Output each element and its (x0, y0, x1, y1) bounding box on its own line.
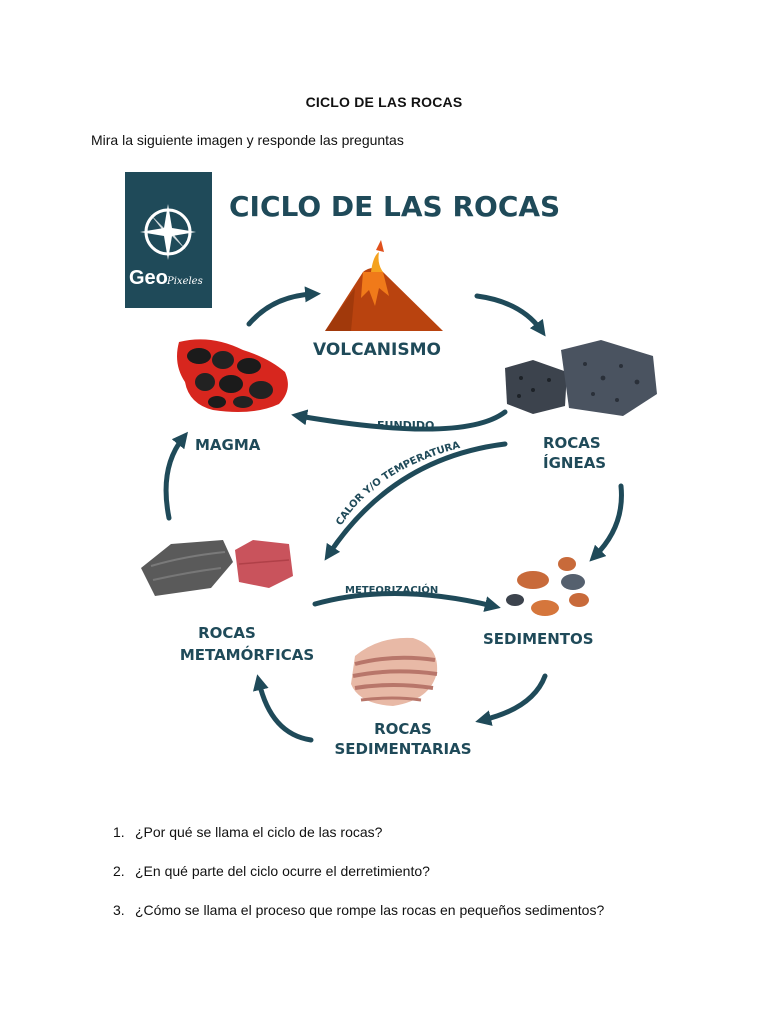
arrow-fundido (291, 409, 508, 432)
rock-cycle-diagram: Geo Pixeles CICLO DE LAS ROCAS VOLCANISM… (125, 172, 657, 758)
label-rocas-igneas-line2: ÍGNEAS (543, 453, 606, 472)
rock-cycle-figure: Geo Pixeles CICLO DE LAS ROCAS VOLCANISM… (93, 168, 677, 776)
arrow-sedimentarias-to-metamorficas (253, 674, 314, 743)
arrow-calor-temperatura (324, 441, 508, 561)
label-rocas-sedimentarias-line1: ROCAS (374, 720, 432, 738)
sediments-illustration (506, 557, 589, 616)
label-volcanismo: VOLCANISMO (313, 340, 441, 360)
arrow-metamorficas-to-magma (163, 431, 188, 521)
label-sedimentos: SEDIMENTOS (483, 630, 594, 648)
arrow-sedimentos-to-sedimentarias (475, 673, 548, 726)
metamorphic-rocks-illustration (141, 540, 293, 596)
label-rocas-metamorficas-line1: ROCAS (198, 624, 256, 642)
igneous-rocks-illustration (505, 340, 657, 416)
magma-illustration (177, 339, 288, 412)
question-number: 3. (113, 902, 125, 918)
label-fundido: FUNDIDO (377, 419, 434, 432)
arrow-magma-to-volcanismo (246, 286, 321, 327)
label-rocas-igneas-line1: ROCAS (543, 434, 601, 452)
logo-brand-script: Pixeles (166, 276, 203, 287)
arrow-igneas-to-sedimentos (589, 483, 624, 562)
document-title: CICLO DE LAS ROCAS (305, 94, 463, 110)
sedimentary-rock-illustration (351, 637, 438, 706)
question-text: ¿Cómo se llama el proceso que rompe las … (135, 902, 605, 918)
figure-heading: CICLO DE LAS ROCAS (229, 190, 560, 223)
volcano-illustration (325, 240, 443, 331)
question-text: ¿Por qué se llama el ciclo de las rocas? (135, 824, 383, 840)
logo-brand: Geo (129, 267, 168, 289)
label-rocas-metamorficas-line2: METAMÓRFICAS (180, 645, 314, 664)
compass-rose-icon (140, 204, 196, 260)
label-magma: MAGMA (195, 436, 261, 454)
question-number: 1. (113, 824, 125, 840)
question-number: 2. (113, 863, 125, 879)
arrow-meteorizacion (312, 591, 501, 612)
arrow-volcanismo-to-igneas (474, 293, 546, 337)
geopixeles-logo: Geo Pixeles (125, 172, 212, 308)
label-meteorizacion: METEORIZACIÓN (345, 583, 438, 596)
label-rocas-sedimentarias-line2: SEDIMENTARIAS (334, 740, 471, 758)
instruction-text: Mira la siguiente imagen y responde las … (91, 132, 404, 148)
question-text: ¿En qué parte del ciclo ocurre el derret… (135, 863, 430, 879)
cycle-arrows (163, 286, 624, 743)
